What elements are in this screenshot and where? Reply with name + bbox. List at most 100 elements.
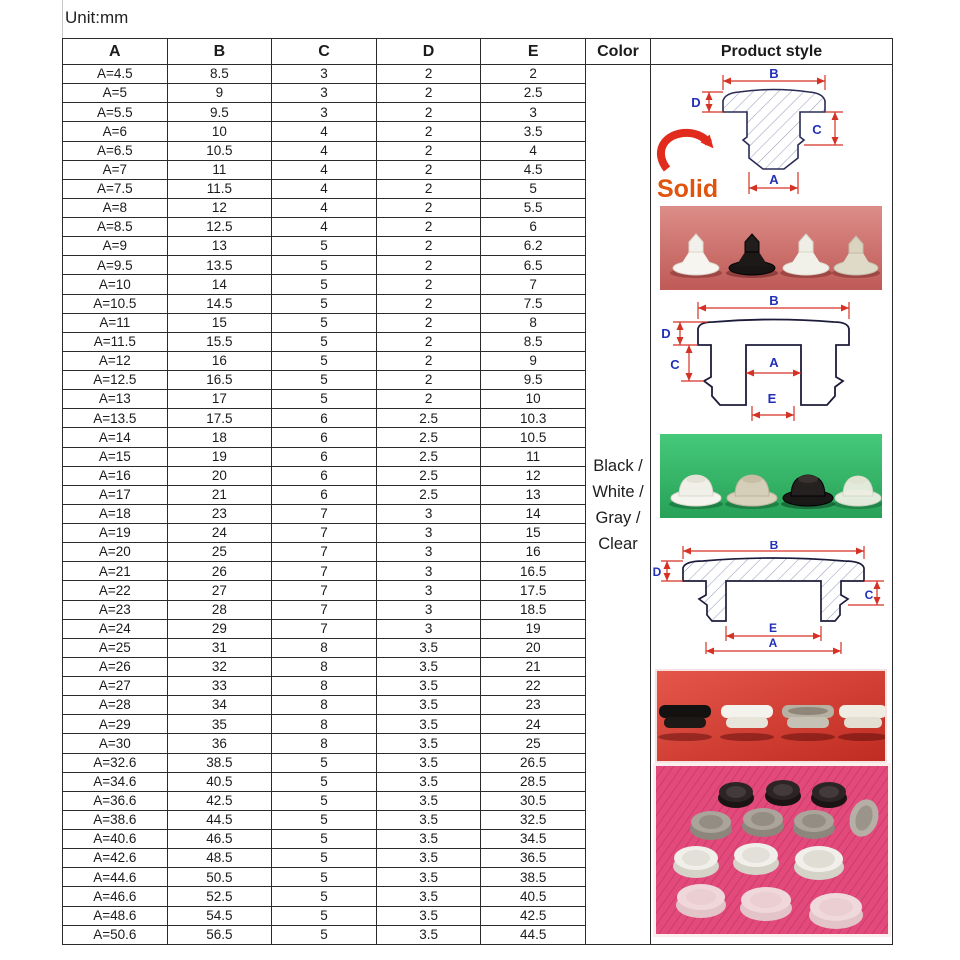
plug-black <box>781 474 835 509</box>
cell-d: 2 <box>375 312 482 333</box>
cell-b: 19 <box>166 446 273 467</box>
cell-c: 4 <box>271 159 377 180</box>
dim-label-d: D <box>661 326 670 341</box>
color-option-gray: Gray / <box>595 509 641 527</box>
cell-c: 6 <box>271 465 377 486</box>
cell-d: 2 <box>375 178 482 199</box>
flat-plug-diagram: B D C E A <box>653 541 884 655</box>
cell-e: 36.5 <box>480 848 586 869</box>
cell-a: A=8.5 <box>62 216 168 238</box>
cell-c: 7 <box>271 580 377 601</box>
product-style-column: Product style <box>650 38 893 945</box>
cell-b: 15.5 <box>166 331 273 352</box>
cell-b: 32 <box>166 656 273 678</box>
cell-c: 4 <box>271 197 377 219</box>
cell-b: 16 <box>166 350 273 372</box>
dim-label-e: E <box>768 391 777 406</box>
cell-c: 4 <box>271 121 377 142</box>
cell-a: A=9.5 <box>62 255 168 276</box>
cell-a: A=19 <box>62 522 168 544</box>
cell-e: 30.5 <box>480 790 586 811</box>
cell-a: A=26 <box>62 656 168 678</box>
cell-b: 46.5 <box>166 828 273 850</box>
cell-a: A=12.5 <box>62 369 168 391</box>
cell-c: 5 <box>271 312 377 333</box>
tilted-gray-plug <box>849 799 879 837</box>
cell-d: 3.5 <box>375 809 482 831</box>
cell-a: A=5 <box>62 83 168 104</box>
cell-d: 2 <box>375 255 482 276</box>
cell-c: 5 <box>271 236 377 257</box>
dim-label-a: A <box>769 172 779 187</box>
cell-c: 5 <box>271 905 377 926</box>
cell-b: 21 <box>166 484 273 505</box>
cell-e: 10.5 <box>480 427 586 448</box>
cell-d: 3.5 <box>375 637 482 658</box>
cell-a: A=13 <box>62 389 168 410</box>
cell-d: 3.5 <box>375 790 482 811</box>
cell-d: 2 <box>375 140 482 161</box>
cell-c: 5 <box>271 828 377 850</box>
cell-d: 2 <box>375 274 482 295</box>
cell-d: 2 <box>375 63 482 85</box>
cell-e: 5.5 <box>480 197 586 219</box>
cell-b: 54.5 <box>166 905 273 926</box>
cell-e: 8.5 <box>480 331 586 352</box>
cell-e: 20 <box>480 637 586 658</box>
cell-a: A=25 <box>62 637 168 658</box>
color-option-white: White / <box>592 483 644 501</box>
cell-e: 23 <box>480 695 586 716</box>
unit-label: Unit:mm <box>65 8 129 27</box>
snap-plug-outline <box>697 318 850 406</box>
clear-plugs-row <box>676 884 863 929</box>
cell-e: 14 <box>480 503 586 525</box>
cell-e: 12 <box>480 465 586 486</box>
dim-label-c: C <box>670 357 680 372</box>
product-photo-assorted-plugs <box>653 763 891 937</box>
cell-a: A=42.6 <box>62 848 168 869</box>
cell-e: 38.5 <box>480 867 586 888</box>
color-column-body: Black / White / Gray / Clear <box>586 65 650 945</box>
plug-white <box>670 233 722 278</box>
cell-d: 2.5 <box>375 408 482 429</box>
cell-b: 13.5 <box>166 255 273 276</box>
cell-a: A=23 <box>62 599 168 620</box>
cell-b: 17 <box>166 389 273 410</box>
cell-b: 16.5 <box>166 369 273 391</box>
cell-d: 3 <box>375 522 482 544</box>
cell-d: 3.5 <box>375 656 482 678</box>
cell-b: 40.5 <box>166 771 273 792</box>
cell-d: 2.5 <box>375 427 482 448</box>
cell-b: 14.5 <box>166 293 273 314</box>
color-option-black: Black / <box>593 457 643 475</box>
cell-c: 7 <box>271 618 377 639</box>
cell-d: 3 <box>375 580 482 601</box>
cell-b: 52.5 <box>166 886 273 907</box>
cell-a: A=20 <box>62 542 168 563</box>
cell-e: 6.2 <box>480 236 586 257</box>
cell-c: 6 <box>271 408 377 429</box>
cell-d: 3.5 <box>375 714 482 735</box>
cell-a: A=6 <box>62 121 168 142</box>
cell-c: 5 <box>271 274 377 295</box>
cell-b: 42.5 <box>166 790 273 811</box>
cell-b: 26 <box>166 561 273 582</box>
cell-c: 5 <box>271 369 377 391</box>
